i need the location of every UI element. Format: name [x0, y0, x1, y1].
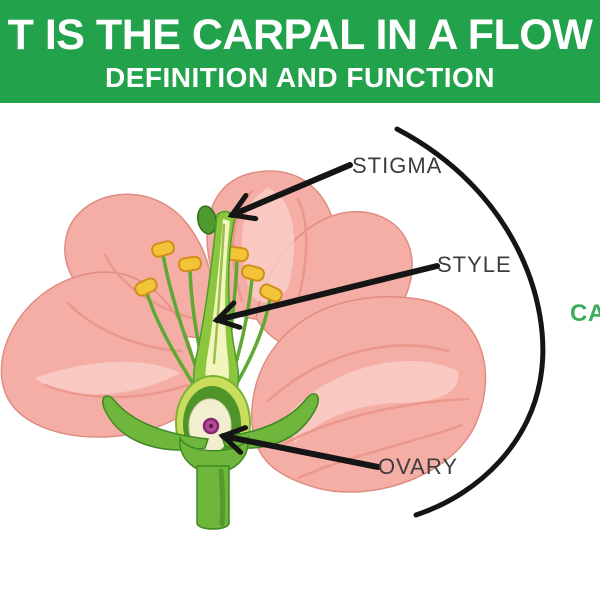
stigma-knob — [196, 205, 218, 235]
anther — [151, 240, 175, 258]
anther — [177, 255, 203, 273]
flower-cross-section-illustration — [0, 126, 546, 530]
annotation-arrows — [217, 162, 440, 470]
diagram-area: STIGMA STYLE OVARY CA — [0, 103, 600, 600]
stem-shading — [218, 468, 226, 527]
header-banner: T IS THE CARPAL IN A FLOW DEFINITION AND… — [0, 0, 600, 103]
carpal-brace-arc — [394, 126, 546, 518]
anther — [134, 277, 158, 297]
anther — [241, 264, 265, 282]
style-midline — [212, 223, 226, 365]
ovary-label: OVARY — [378, 454, 458, 479]
style-arrow — [217, 263, 440, 320]
carpal-label: CA — [570, 300, 600, 327]
style-label: STYLE — [437, 252, 512, 277]
anthers — [134, 240, 283, 303]
stigma-label: STIGMA — [352, 153, 443, 178]
petals — [0, 170, 487, 493]
page-title: T IS THE CARPAL IN A FLOW — [7, 10, 593, 59]
receptacle — [179, 435, 249, 474]
ovule-center — [208, 423, 214, 429]
ovary-arrow — [223, 436, 381, 470]
petal-creases — [43, 189, 470, 480]
petal-left — [0, 271, 199, 438]
page-subtitle: DEFINITION AND FUNCTION — [105, 61, 495, 93]
sepal-left — [102, 395, 210, 451]
anther — [259, 283, 283, 303]
stigma-arrow — [232, 162, 353, 215]
